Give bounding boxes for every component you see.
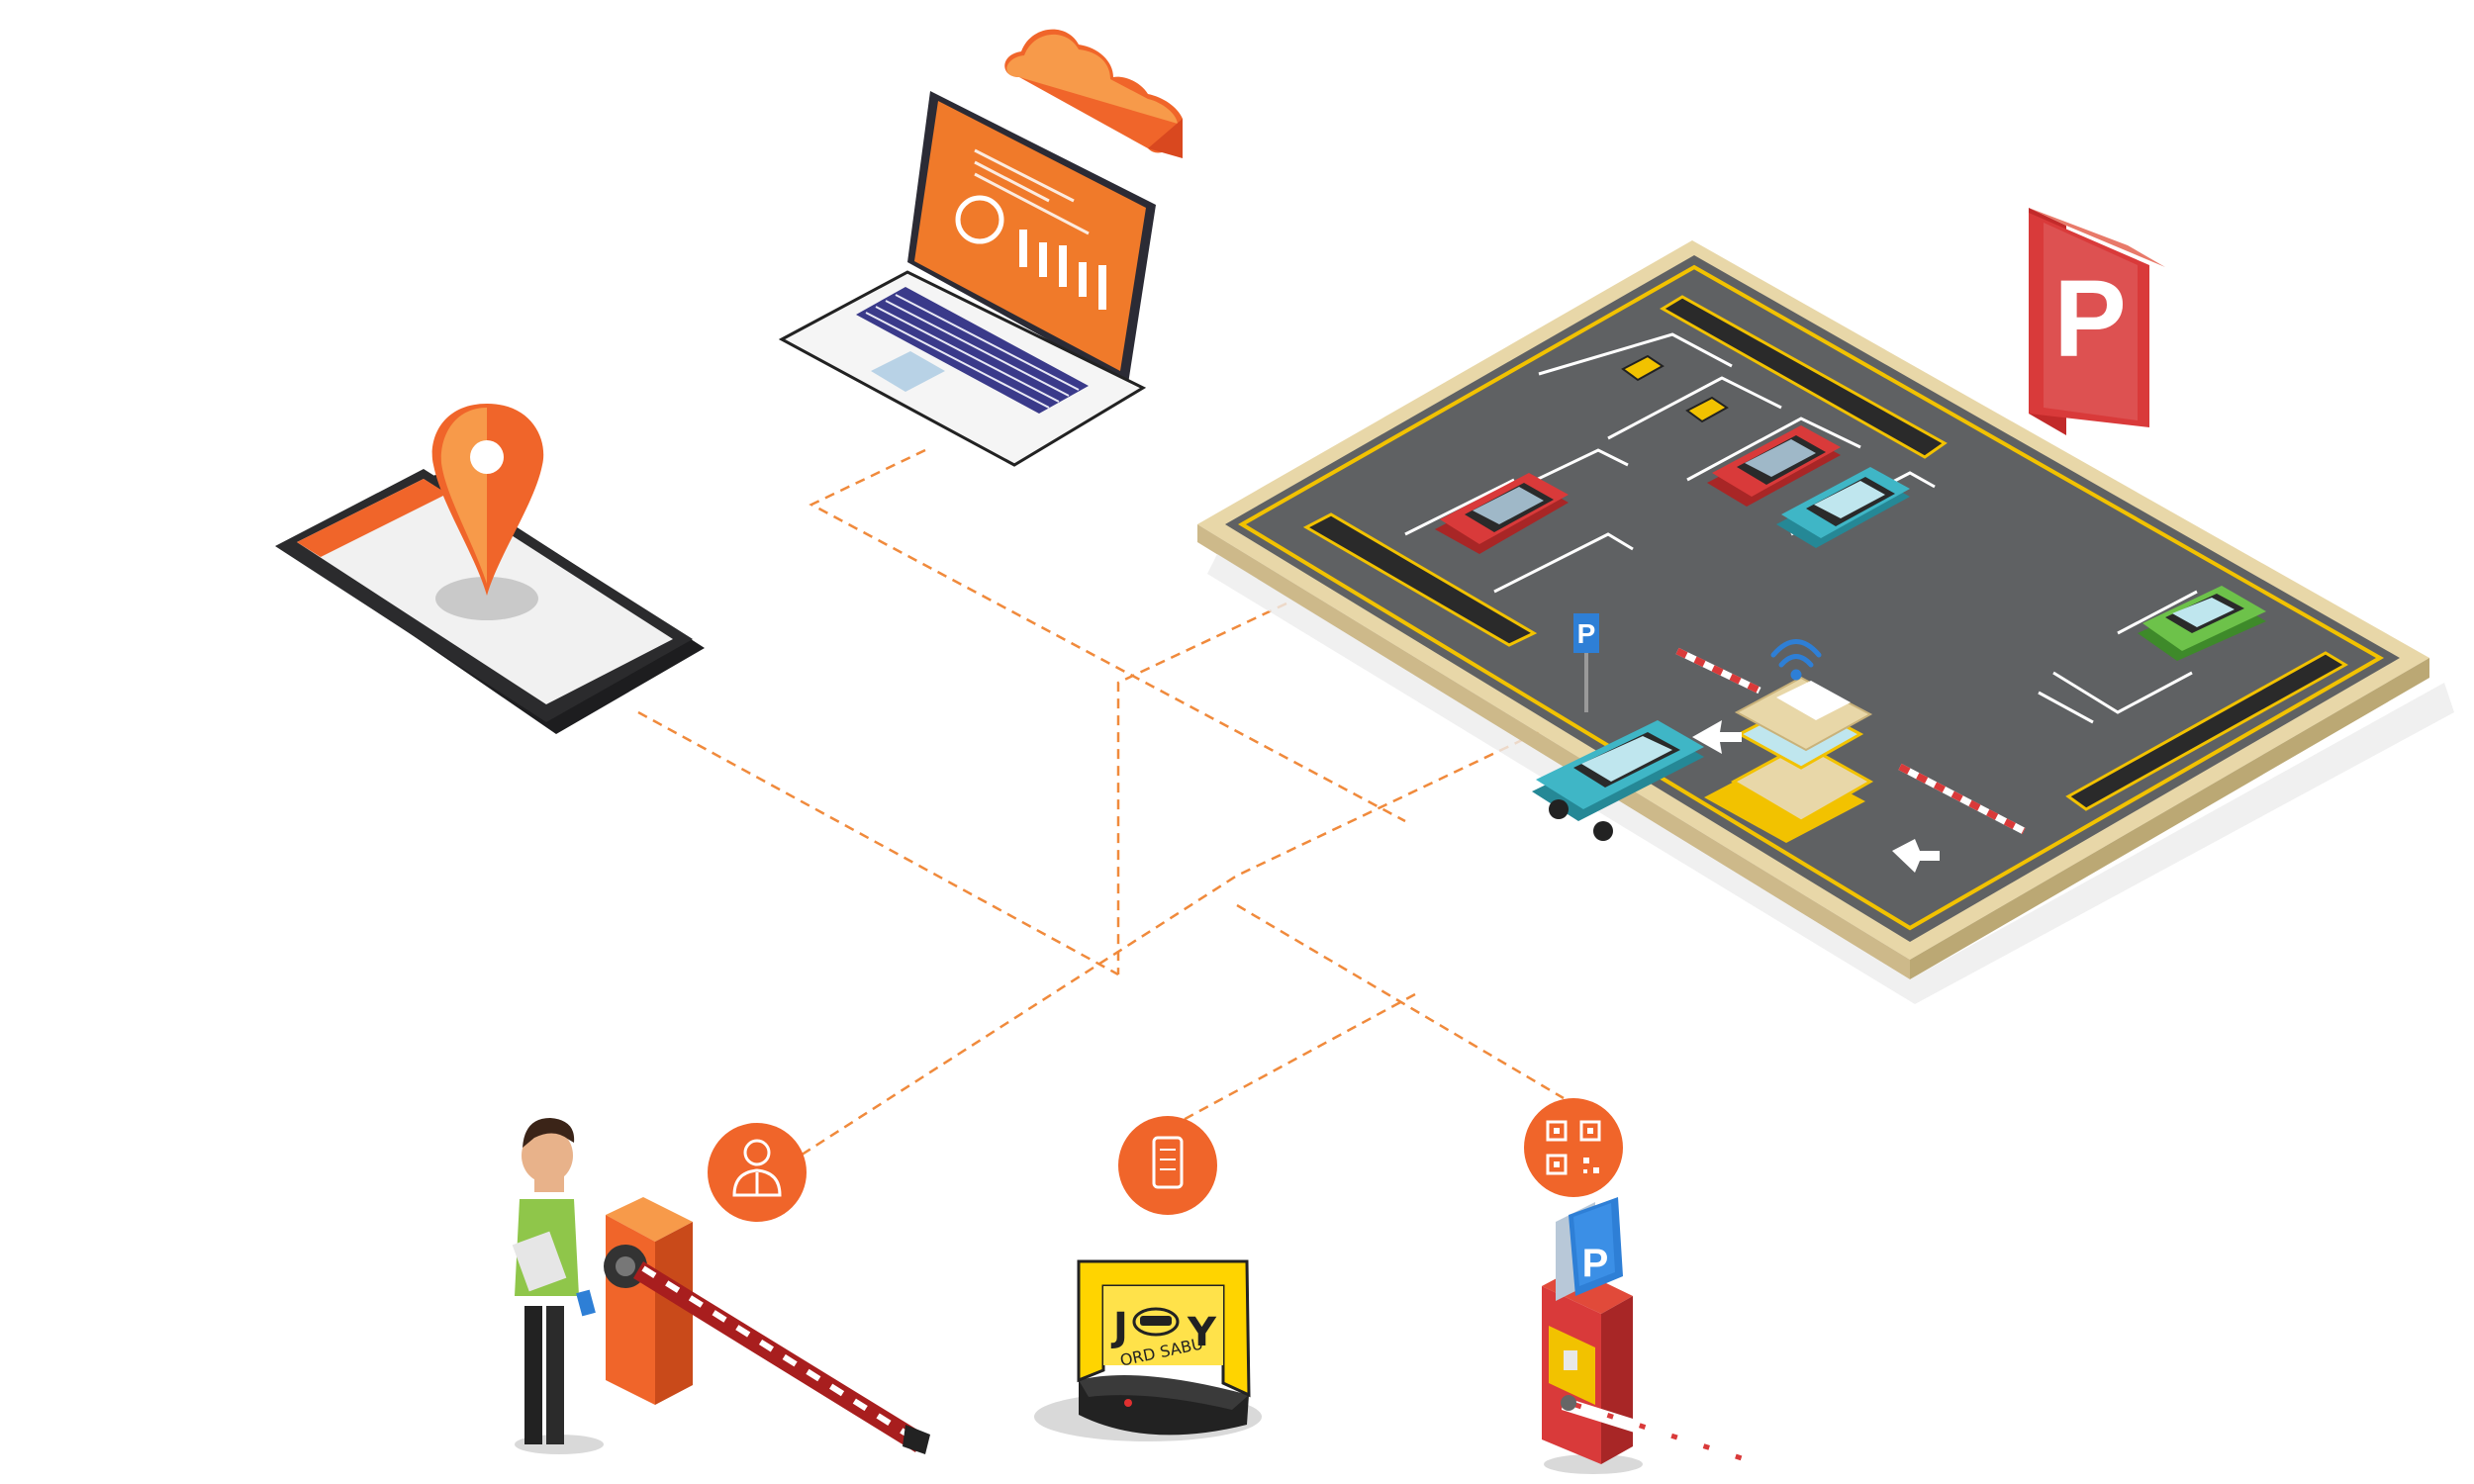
parking-attendant — [507, 1118, 604, 1454]
car-green — [2138, 586, 2266, 661]
dashboard-lines — [974, 148, 1090, 235]
lot-post-sign-letter: P — [1577, 618, 1596, 649]
dashboard-bars — [1019, 230, 1106, 310]
lock-brand-y: Y — [1187, 1310, 1217, 1355]
qr-code-icon — [1524, 1098, 1623, 1197]
connector-to-lock — [1177, 992, 1416, 1125]
connector-lines — [637, 448, 1565, 1169]
mobile-app-icon — [1118, 1116, 1217, 1215]
map-pin-icon — [431, 404, 544, 596]
trackpad — [871, 351, 945, 392]
lot-floor — [1225, 255, 2400, 942]
lot-barrier-entry — [1675, 647, 1761, 695]
boom-barrier — [604, 1197, 930, 1454]
car-red-1 — [1435, 473, 1569, 554]
parking-lot: P — [1197, 240, 2454, 1004]
connector-to-attendant — [781, 730, 1540, 1169]
connector-laptop-lot — [809, 448, 1406, 823]
pay-station: P — [1542, 1197, 1771, 1474]
lot-border-line — [1238, 264, 2385, 931]
laptop — [778, 91, 1156, 467]
wifi-icon — [1770, 639, 1822, 681]
connector-phone-center — [637, 710, 1119, 976]
car-teal-1 — [1776, 467, 1910, 548]
connector-lot-center — [1116, 602, 1287, 974]
keyboard-rows — [865, 294, 1080, 409]
cloud-icon — [1004, 29, 1183, 158]
connector-to-qr — [1236, 903, 1565, 1100]
lock-car-icon — [1132, 1307, 1180, 1337]
phone-header-bar — [297, 479, 447, 557]
smartphone — [275, 404, 705, 734]
direction-arrows — [1692, 720, 1940, 873]
dashboard-donut — [955, 195, 1004, 244]
parking-sign: P — [2029, 208, 2165, 435]
lot-parking-locks — [1621, 354, 1729, 423]
car-red-2 — [1707, 425, 1841, 507]
keyboard — [856, 287, 1089, 414]
attendant-icon — [708, 1123, 807, 1222]
lot-barrier-exit — [1898, 763, 2026, 835]
parking-booth — [1704, 676, 1874, 843]
lot-post-sign: P — [1573, 613, 1599, 712]
pin-shadow — [435, 577, 538, 620]
pay-station-letter: P — [1582, 1242, 1609, 1285]
laptop-screen — [914, 101, 1146, 371]
lock-brand-j: J — [1110, 1305, 1128, 1350]
car-teal-entering — [1532, 720, 1704, 841]
parking-lock-device: J Y ORD SABU — [1034, 1259, 1262, 1441]
parking-p-icon: P — [2053, 258, 2126, 380]
